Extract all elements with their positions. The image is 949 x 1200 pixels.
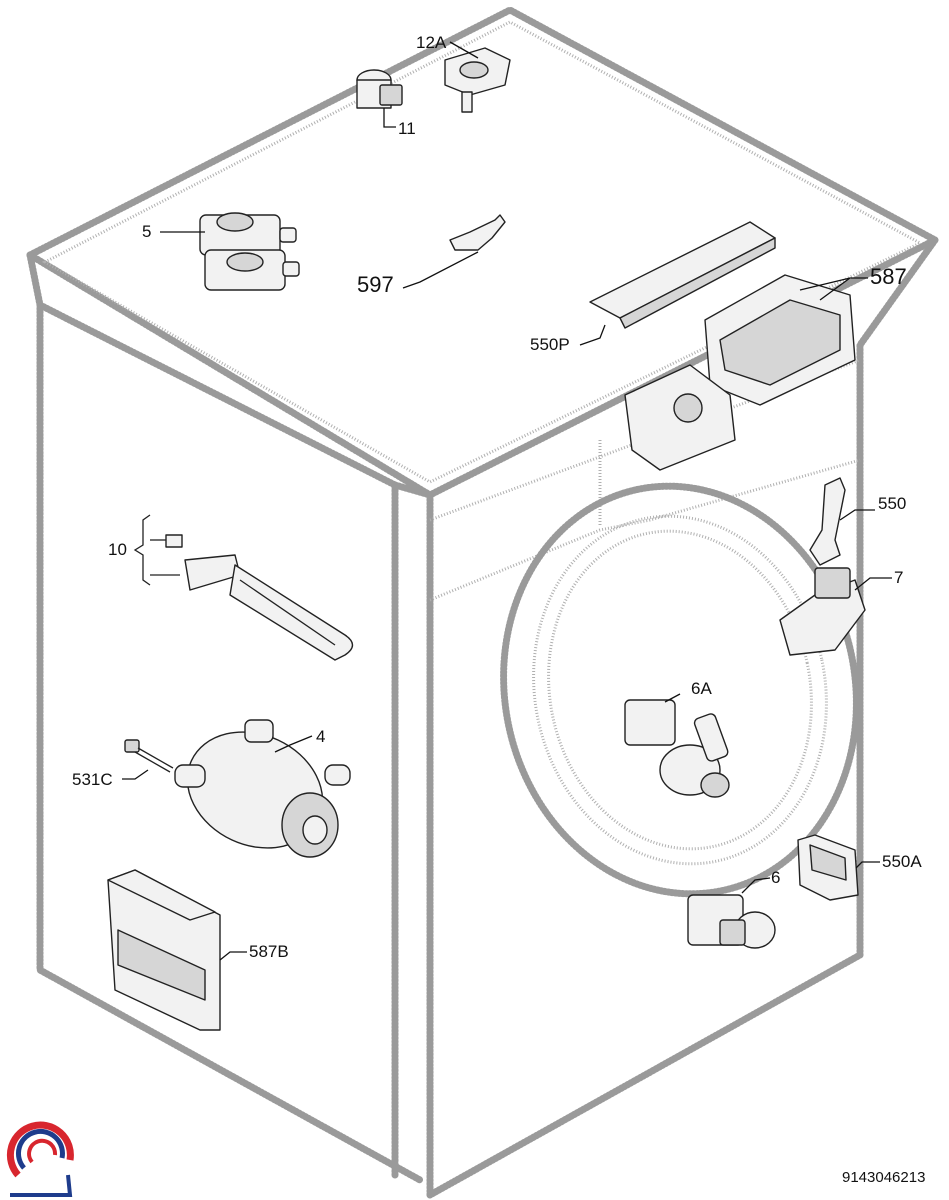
- part-587b-module: [107, 869, 247, 1031]
- label-6: 6: [771, 868, 781, 887]
- part-531c-bolt: [122, 739, 174, 780]
- label-11: 11: [398, 119, 416, 138]
- door-porthole: [500, 482, 860, 898]
- label-587b: 587B: [249, 942, 289, 961]
- label-597: 597: [357, 272, 394, 297]
- part-12a-pressure-switch: [444, 41, 511, 113]
- part-4-motor: [174, 719, 351, 858]
- washing-machine-cabinet: [26, 6, 939, 1199]
- label-550p: 550P: [530, 335, 570, 354]
- part-10-heating-element: [133, 514, 354, 661]
- document-number: 9143046213: [842, 1169, 926, 1186]
- label-550: 550: [878, 494, 907, 513]
- label-587: 587: [870, 264, 907, 289]
- part-6a-drain-pump: [624, 693, 730, 798]
- part-550p-dispenser-cover: [579, 221, 776, 346]
- brand-logo: [6, 1121, 74, 1197]
- label-5: 5: [142, 222, 152, 241]
- label-6a: 6A: [691, 679, 712, 698]
- label-4: 4: [316, 727, 326, 746]
- label-10: 10: [108, 540, 127, 559]
- label-550a: 550A: [882, 852, 922, 871]
- part-6-pump: [687, 877, 776, 949]
- label-7: 7: [894, 568, 904, 587]
- part-550a-box: [797, 834, 880, 901]
- part-597-bracket: [402, 214, 506, 289]
- part-5-inlet-valve: [160, 212, 300, 291]
- part-11-capacitor: [356, 69, 403, 128]
- part-550-door-handle: [809, 477, 875, 566]
- part-587-electronic-module: [624, 274, 868, 471]
- label-12a: 12A: [416, 33, 447, 52]
- label-531c: 531C: [72, 770, 113, 789]
- part-7-door-lock: [779, 567, 892, 656]
